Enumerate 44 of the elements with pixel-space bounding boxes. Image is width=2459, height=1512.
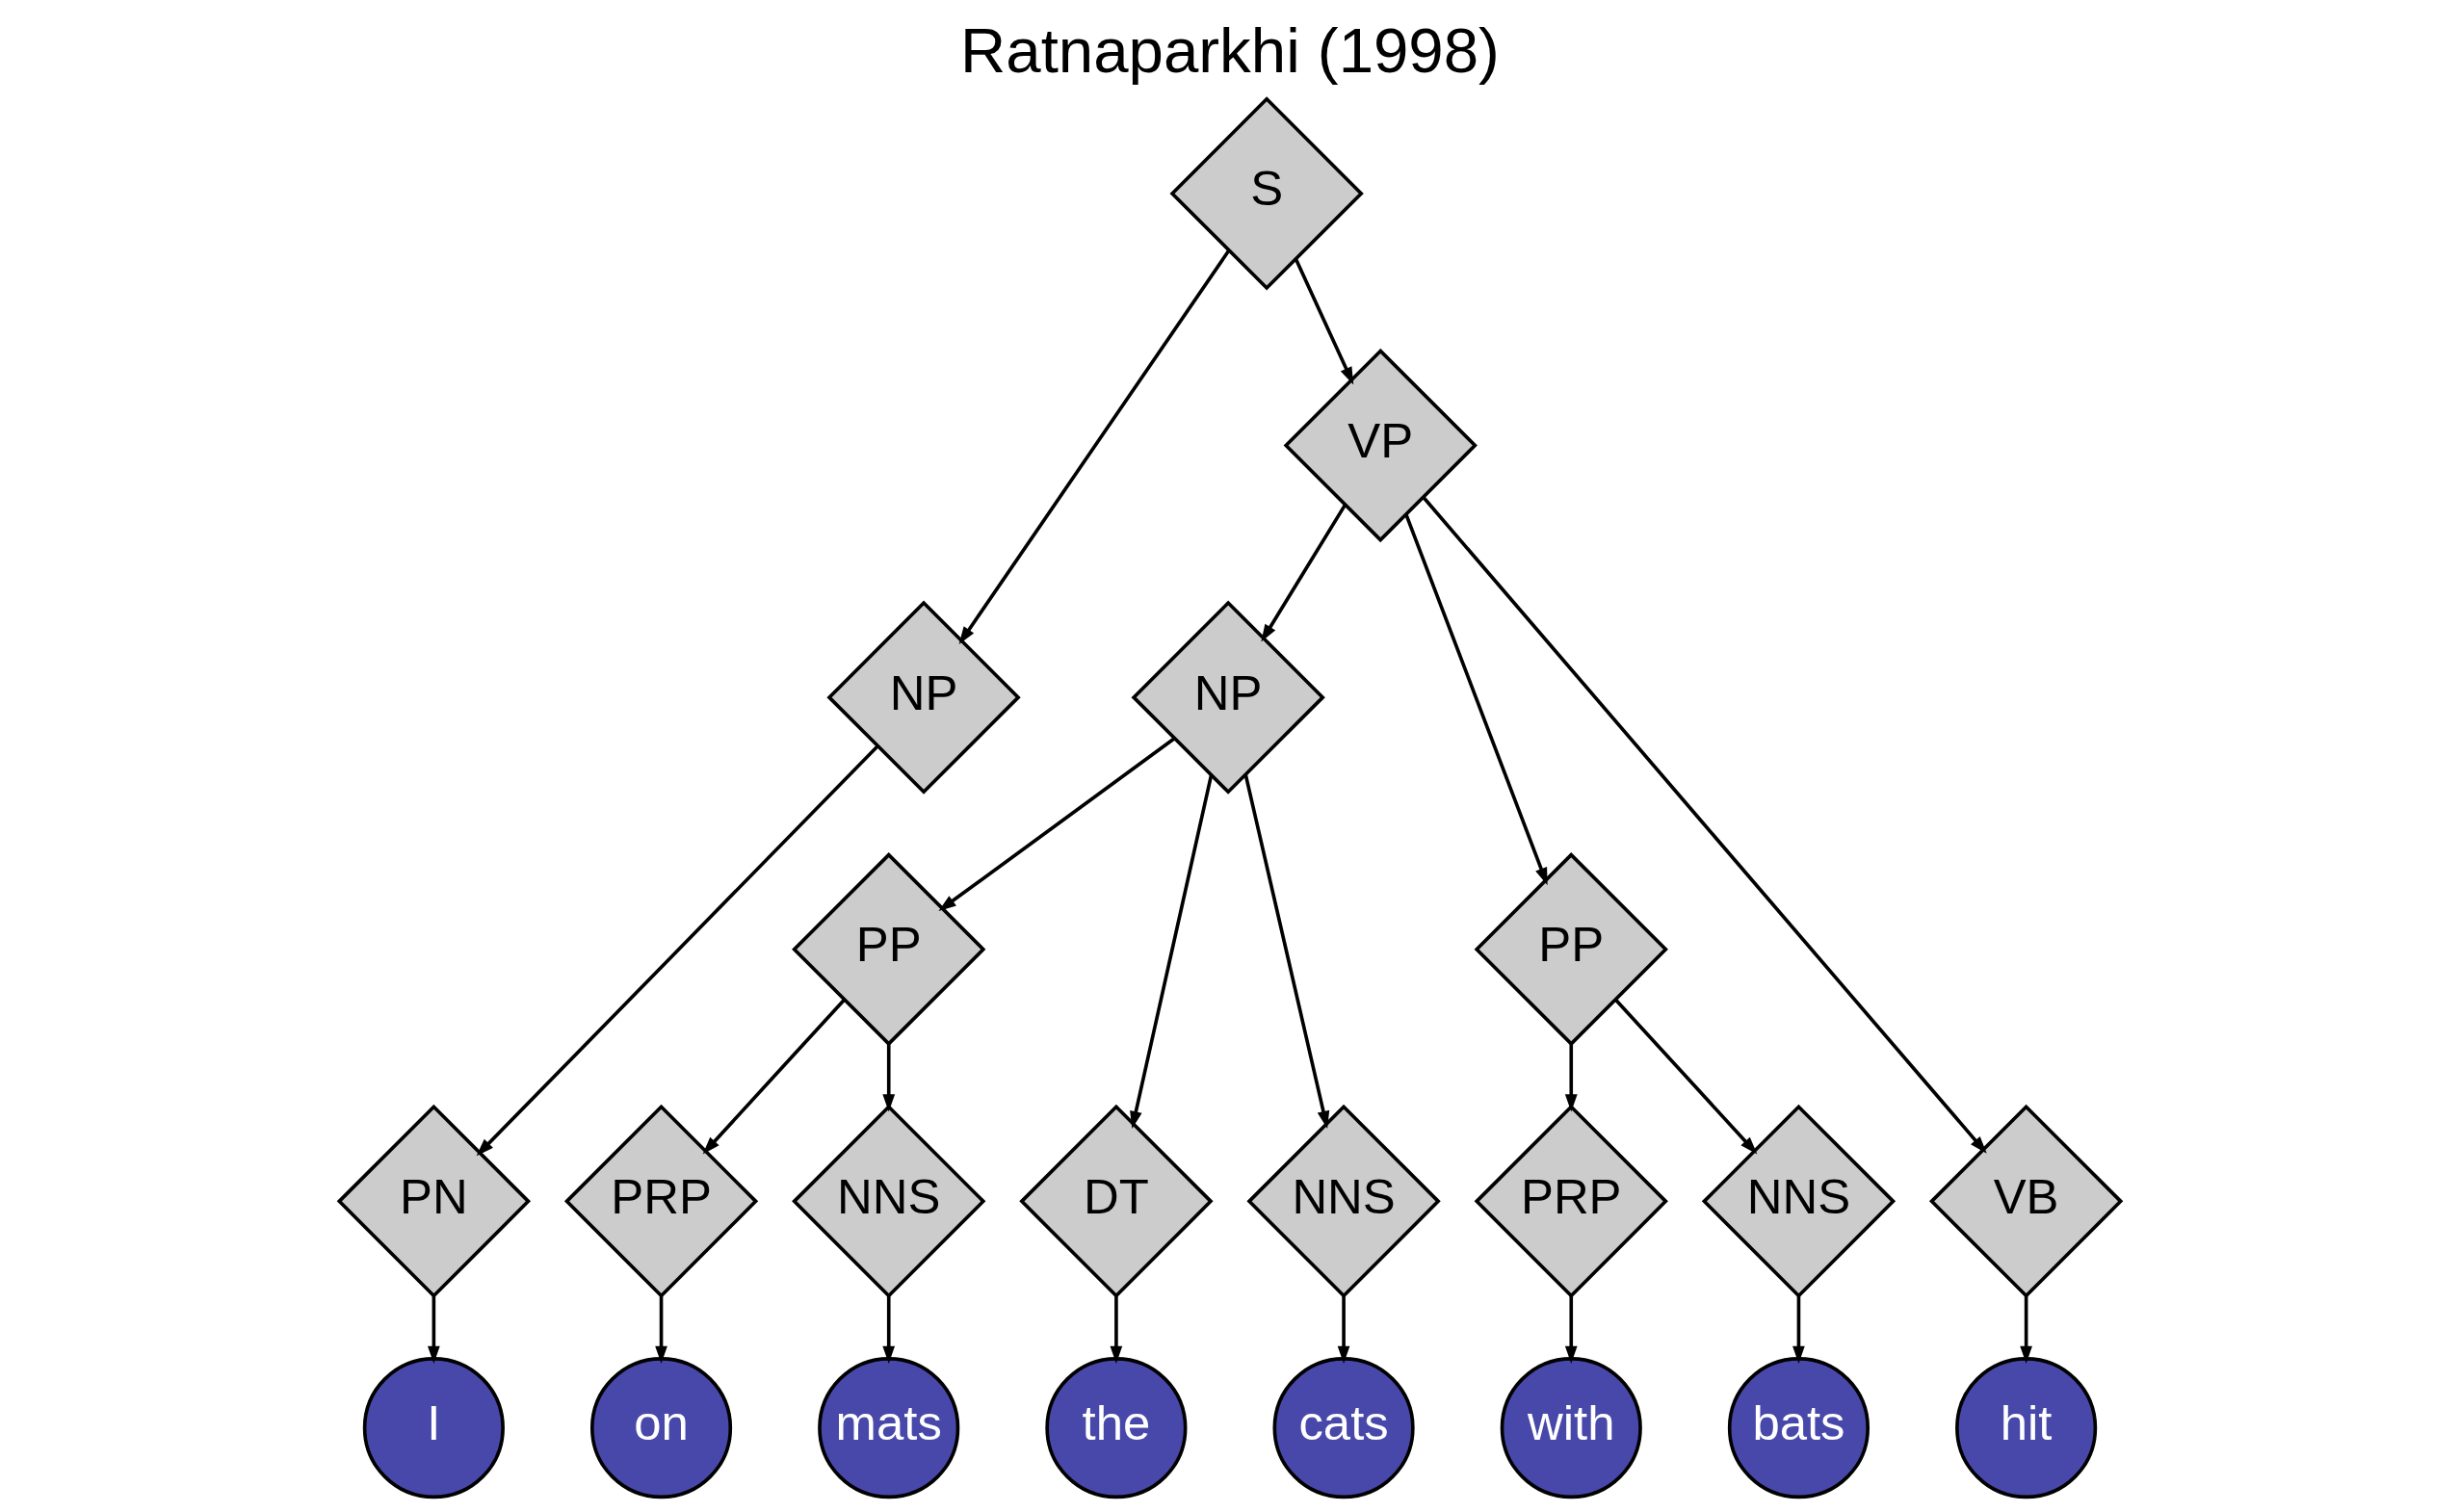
arrow bbox=[476, 744, 878, 1157]
arrow bbox=[1792, 1296, 1805, 1364]
arrow bbox=[1243, 773, 1329, 1129]
arrow bbox=[1260, 504, 1347, 642]
arrow bbox=[937, 737, 1175, 912]
arrow bbox=[2019, 1296, 2032, 1364]
arrow bbox=[1403, 513, 1548, 886]
arrow bbox=[1110, 1296, 1122, 1364]
node-circle: I bbox=[362, 1357, 505, 1499]
arrow bbox=[427, 1296, 440, 1364]
arrow bbox=[1421, 496, 1987, 1154]
node-circle: on bbox=[589, 1357, 732, 1499]
arrow bbox=[1337, 1296, 1349, 1364]
arrow bbox=[702, 998, 846, 1155]
node-diamond: S bbox=[1169, 96, 1364, 291]
node-diamond: DT bbox=[1018, 1104, 1214, 1299]
arrow bbox=[881, 1044, 895, 1112]
node-diamond: PRP bbox=[563, 1104, 758, 1299]
node-diamond: VP bbox=[1283, 348, 1478, 543]
node-diamond: PP bbox=[791, 852, 985, 1047]
node-diamond: PP bbox=[1474, 852, 1668, 1047]
arrow bbox=[1129, 774, 1213, 1130]
node-circle: hit bbox=[1954, 1357, 2097, 1499]
node-diamond: PRP bbox=[1474, 1104, 1668, 1299]
arrow bbox=[958, 249, 1230, 644]
node-diamond: NNS bbox=[791, 1104, 985, 1299]
node-diamond: VB bbox=[1928, 1104, 2123, 1299]
arrow bbox=[1564, 1044, 1578, 1112]
node-circle: with bbox=[1500, 1357, 1642, 1499]
arrow bbox=[881, 1296, 895, 1364]
node-diamond: NNS bbox=[1701, 1104, 1896, 1299]
arrow bbox=[1613, 998, 1757, 1155]
arrow bbox=[654, 1296, 667, 1364]
node-diamond: NNS bbox=[1245, 1104, 1441, 1299]
node-circle: mats bbox=[817, 1357, 959, 1499]
node-diamond: NP bbox=[825, 600, 1021, 795]
diagram-title: Ratnaparkhi (1998) bbox=[959, 15, 1500, 87]
arrow bbox=[1564, 1296, 1578, 1364]
arrow bbox=[1294, 258, 1353, 385]
node-circle: the bbox=[1044, 1357, 1187, 1499]
node-circle: bats bbox=[1727, 1357, 1870, 1499]
node-circle: cats bbox=[1272, 1357, 1415, 1499]
node-diamond: NP bbox=[1131, 600, 1325, 795]
node-diamond: PN bbox=[336, 1104, 531, 1299]
